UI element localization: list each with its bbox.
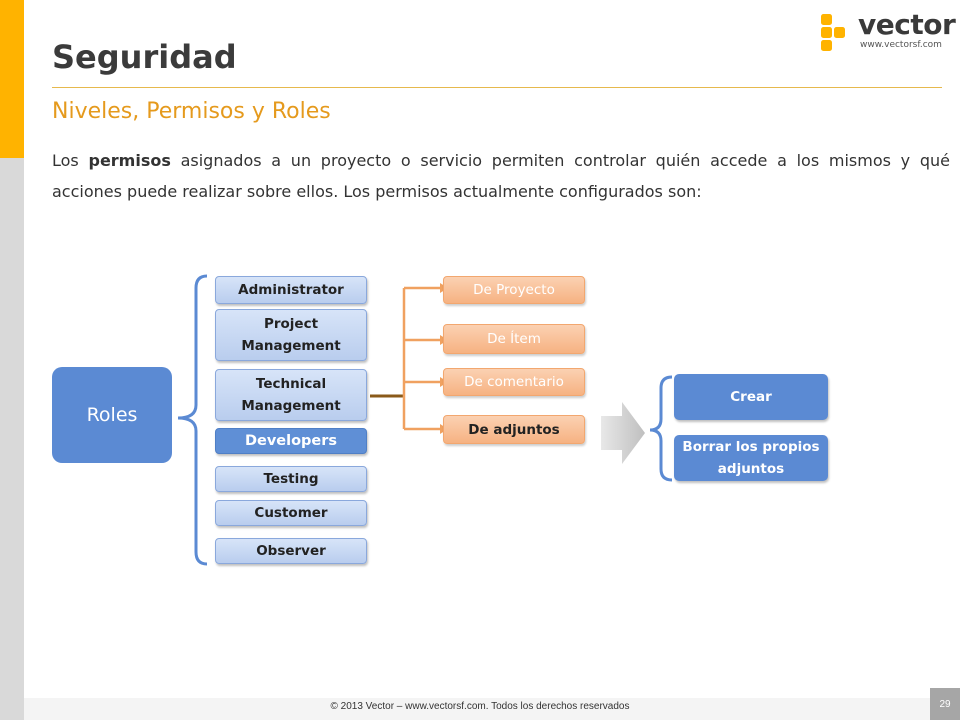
footer-copyright: © 2013 Vector – www.vectorsf.com. Todos … <box>330 701 630 712</box>
intro-paragraph: Los permisos asignados a un proyecto o s… <box>52 145 950 207</box>
slide-title: Seguridad <box>52 38 237 76</box>
role-observer: Observer <box>215 538 367 564</box>
paragraph-bold: permisos <box>88 151 171 170</box>
role-customer: Customer <box>215 500 367 526</box>
role-testing: Testing <box>215 466 367 492</box>
action-crear: Crear <box>674 374 828 420</box>
gray-arrow-icon <box>601 402 645 464</box>
roles-node: Roles <box>52 367 172 463</box>
action-borrar-adjuntos: Borrar los propios adjuntos <box>674 435 828 481</box>
permission-proyecto: De Proyecto <box>443 276 585 304</box>
permissions-bracket <box>402 286 440 431</box>
roles-bracket <box>177 274 208 566</box>
role-technical-management: Technical Management <box>215 369 367 421</box>
page-number: 29 <box>930 688 960 720</box>
permission-item: De Ítem <box>443 324 585 354</box>
logo-url: www.vectorsf.com <box>860 40 942 50</box>
permission-adjuntos: De adjuntos <box>443 415 585 444</box>
title-divider <box>52 87 942 88</box>
role-project-management: Project Management <box>215 309 367 361</box>
slide-subtitle: Niveles, Permisos y Roles <box>52 99 331 124</box>
permission-comentario: De comentario <box>443 368 585 396</box>
side-strip <box>0 158 24 720</box>
role-developers: Developers <box>215 428 367 454</box>
logo-wordmark: vector <box>858 8 956 41</box>
actions-bracket <box>649 375 673 482</box>
role-administrator: Administrator <box>215 276 367 304</box>
footer-bar <box>24 698 930 720</box>
paragraph-text-1: Los <box>52 151 89 170</box>
logo-mark-icon <box>821 14 845 51</box>
accent-strip <box>0 0 24 158</box>
paragraph-text-2: asignados a un proyecto o servicio permi… <box>52 151 951 201</box>
vector-logo: vector www.vectorsf.com <box>818 8 956 54</box>
